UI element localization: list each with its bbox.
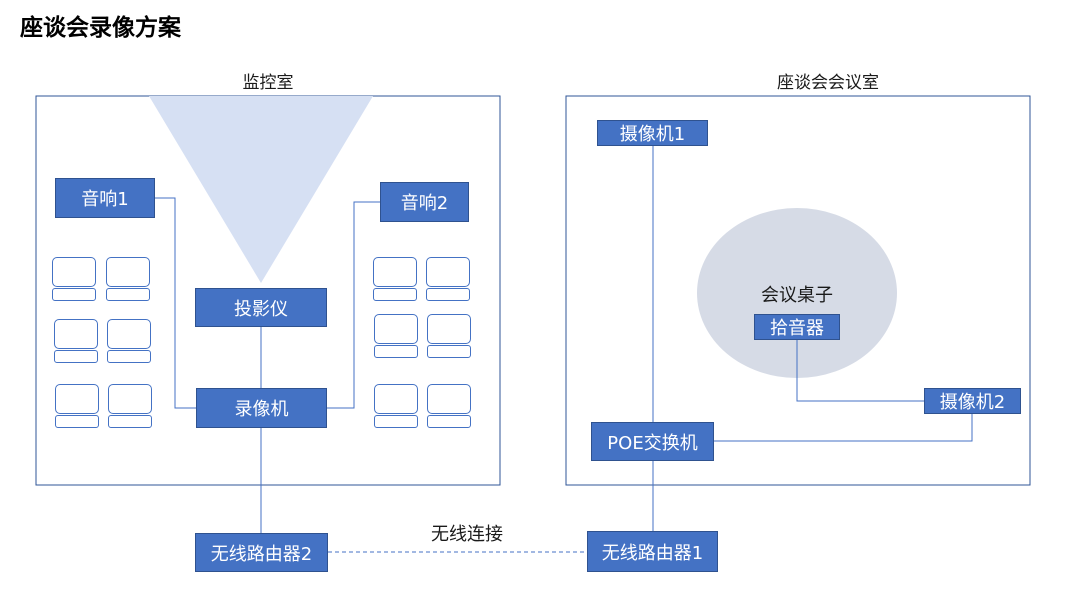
- monitor-room-label: 监控室: [242, 73, 294, 93]
- seat-right-4: [427, 314, 471, 358]
- seat-left-4: [107, 319, 151, 363]
- wireless-link-label: 无线连接: [431, 524, 503, 545]
- recorder-node: 录像机: [196, 388, 327, 428]
- seat-right-6: [427, 384, 471, 428]
- speaker1-node: 音响1: [55, 178, 155, 218]
- meeting-table: [697, 208, 897, 378]
- seat-left-3: [54, 319, 98, 363]
- camera1-node: 摄像机1: [597, 120, 708, 146]
- router1-node: 无线路由器1: [587, 531, 718, 572]
- poe-switch-node: POE交换机: [591, 422, 714, 461]
- meeting-room-frame: [565, 95, 1031, 486]
- seat-right-2: [426, 257, 470, 301]
- line-speaker2-recorder: [327, 201, 380, 409]
- line-speaker1-recorder: [155, 197, 196, 409]
- pickup-node: 拾音器: [754, 314, 840, 340]
- seat-left-2: [106, 257, 150, 301]
- seat-left-6: [108, 384, 152, 428]
- projector-node: 投影仪: [195, 288, 327, 327]
- seat-right-3: [374, 314, 418, 358]
- camera2-node: 摄像机2: [924, 388, 1021, 414]
- speaker2-node: 音响2: [380, 182, 469, 222]
- page-title: 座谈会录像方案: [20, 15, 181, 41]
- line-pickup-camera2: [796, 340, 924, 402]
- seat-left-5: [55, 384, 99, 428]
- meeting-room-label: 座谈会会议室: [777, 73, 879, 93]
- seat-right-1: [373, 257, 417, 301]
- router2-node: 无线路由器2: [195, 533, 328, 572]
- seat-left-1: [52, 257, 96, 301]
- seat-right-5: [374, 384, 418, 428]
- meeting-table-label: 会议桌子: [761, 285, 833, 306]
- projection-beam: [149, 96, 373, 283]
- line-camera2-switch: [714, 414, 973, 442]
